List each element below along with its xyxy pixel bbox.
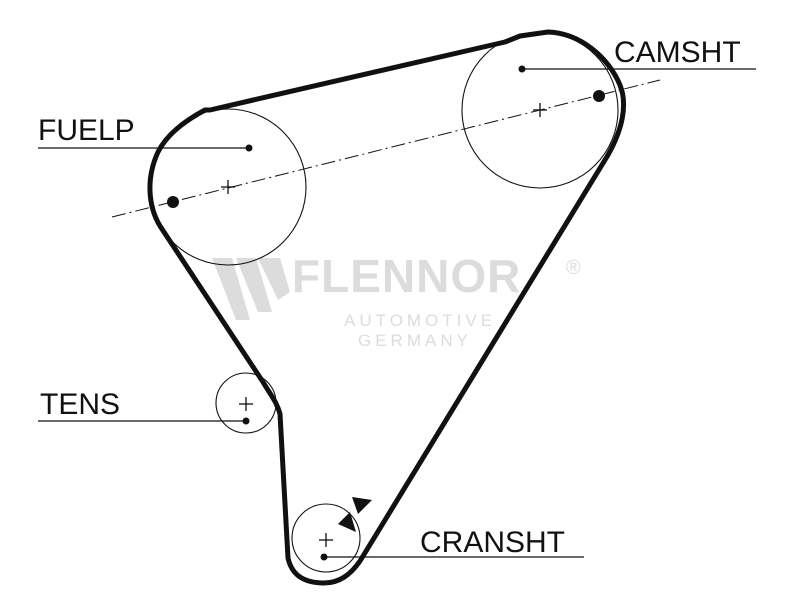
- tensioner-leader: [38, 417, 250, 425]
- watermark-brand: FLENNOR: [292, 250, 521, 302]
- timing-alignment-line: [111, 79, 661, 218]
- watermark-line-1: AUTOMOTIVE: [344, 311, 496, 330]
- timing-belt: [147, 29, 627, 586]
- tensioner-label: TENS: [40, 388, 120, 421]
- crankshaft-center-mark: [319, 533, 333, 547]
- crankshaft-label: CRANSHT: [420, 526, 565, 559]
- crankshaft-leader: [320, 553, 584, 561]
- tensioner-pulley: [215, 372, 277, 434]
- camshaft-center-mark: [533, 103, 547, 117]
- flennor-logo-icon: [212, 258, 290, 320]
- watermark-line-2: GERMANY: [358, 331, 472, 350]
- fuel-pump-timing-dot: [167, 196, 179, 208]
- fuel-pump-label: FUELP: [38, 114, 135, 147]
- fuel-pump-leader: [38, 144, 253, 152]
- fuel-pump-center-mark: [221, 180, 235, 194]
- camshaft-pulley: [461, 31, 619, 189]
- flennor-watermark: FLENNOR ® AUTOMOTIVE GERMANY: [212, 250, 581, 350]
- camshaft-leader: [518, 65, 756, 73]
- tensioner-center-mark: [239, 397, 253, 411]
- watermark-registered-mark: ®: [566, 257, 581, 279]
- crankshaft-timing-marker-icon: [338, 497, 372, 532]
- crankshaft-pulley: [291, 503, 361, 573]
- camshaft-timing-dot: [593, 90, 605, 102]
- camshaft-label: CAMSHT: [614, 36, 741, 69]
- fuel-pump-pulley: [149, 108, 307, 266]
